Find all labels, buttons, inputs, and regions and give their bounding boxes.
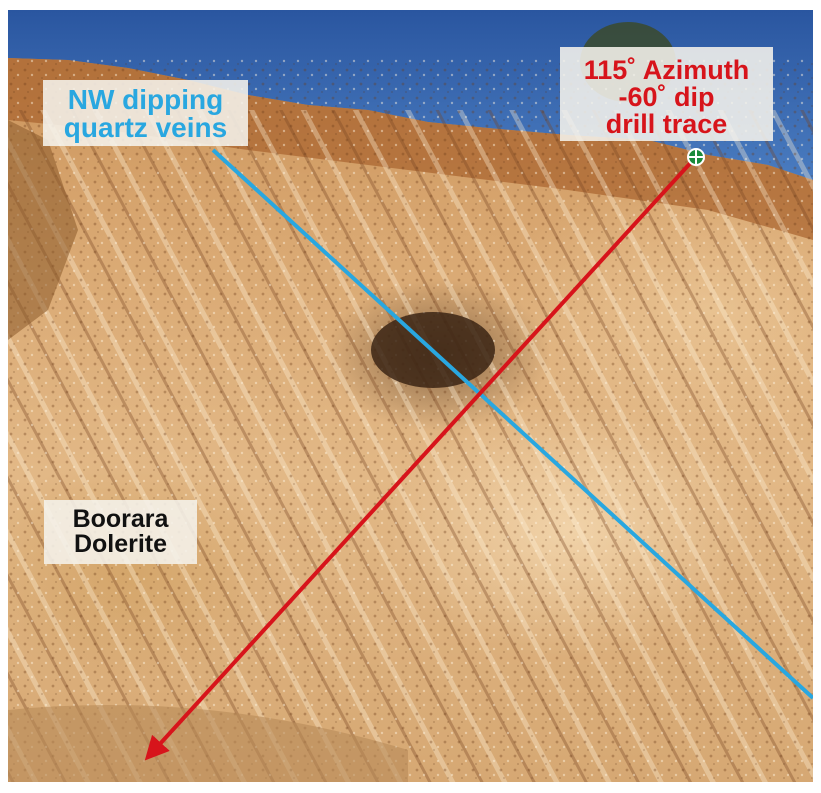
photo-overlay: [8, 10, 813, 782]
crosshair-circle-icon: [687, 148, 705, 166]
vein-label-line-2: quartz veins: [63, 112, 228, 143]
vein-label-line-1: NW dipping: [67, 84, 224, 115]
vein-trace-line: [211, 148, 813, 700]
left-slope-shadow: [8, 120, 78, 340]
rubble-floor: [8, 705, 408, 782]
rock-grain-texture: [8, 58, 813, 782]
drill-trace-line: [144, 156, 697, 761]
drill-label-line-2: -60˚ dip: [618, 82, 715, 112]
drill-label: 115˚ Azimuth -60˚ dip drill trace: [560, 47, 773, 141]
rock-unit-label: Boorara Dolerite: [44, 500, 197, 564]
drill-label-line-1: 115˚ Azimuth: [583, 55, 750, 85]
rock-label-line-2: Dolerite: [73, 530, 168, 558]
drill-label-line-3: drill trace: [605, 109, 728, 139]
vein-label: NW dipping quartz veins: [43, 80, 248, 146]
rock-label-line-1: Boorara: [72, 505, 169, 533]
